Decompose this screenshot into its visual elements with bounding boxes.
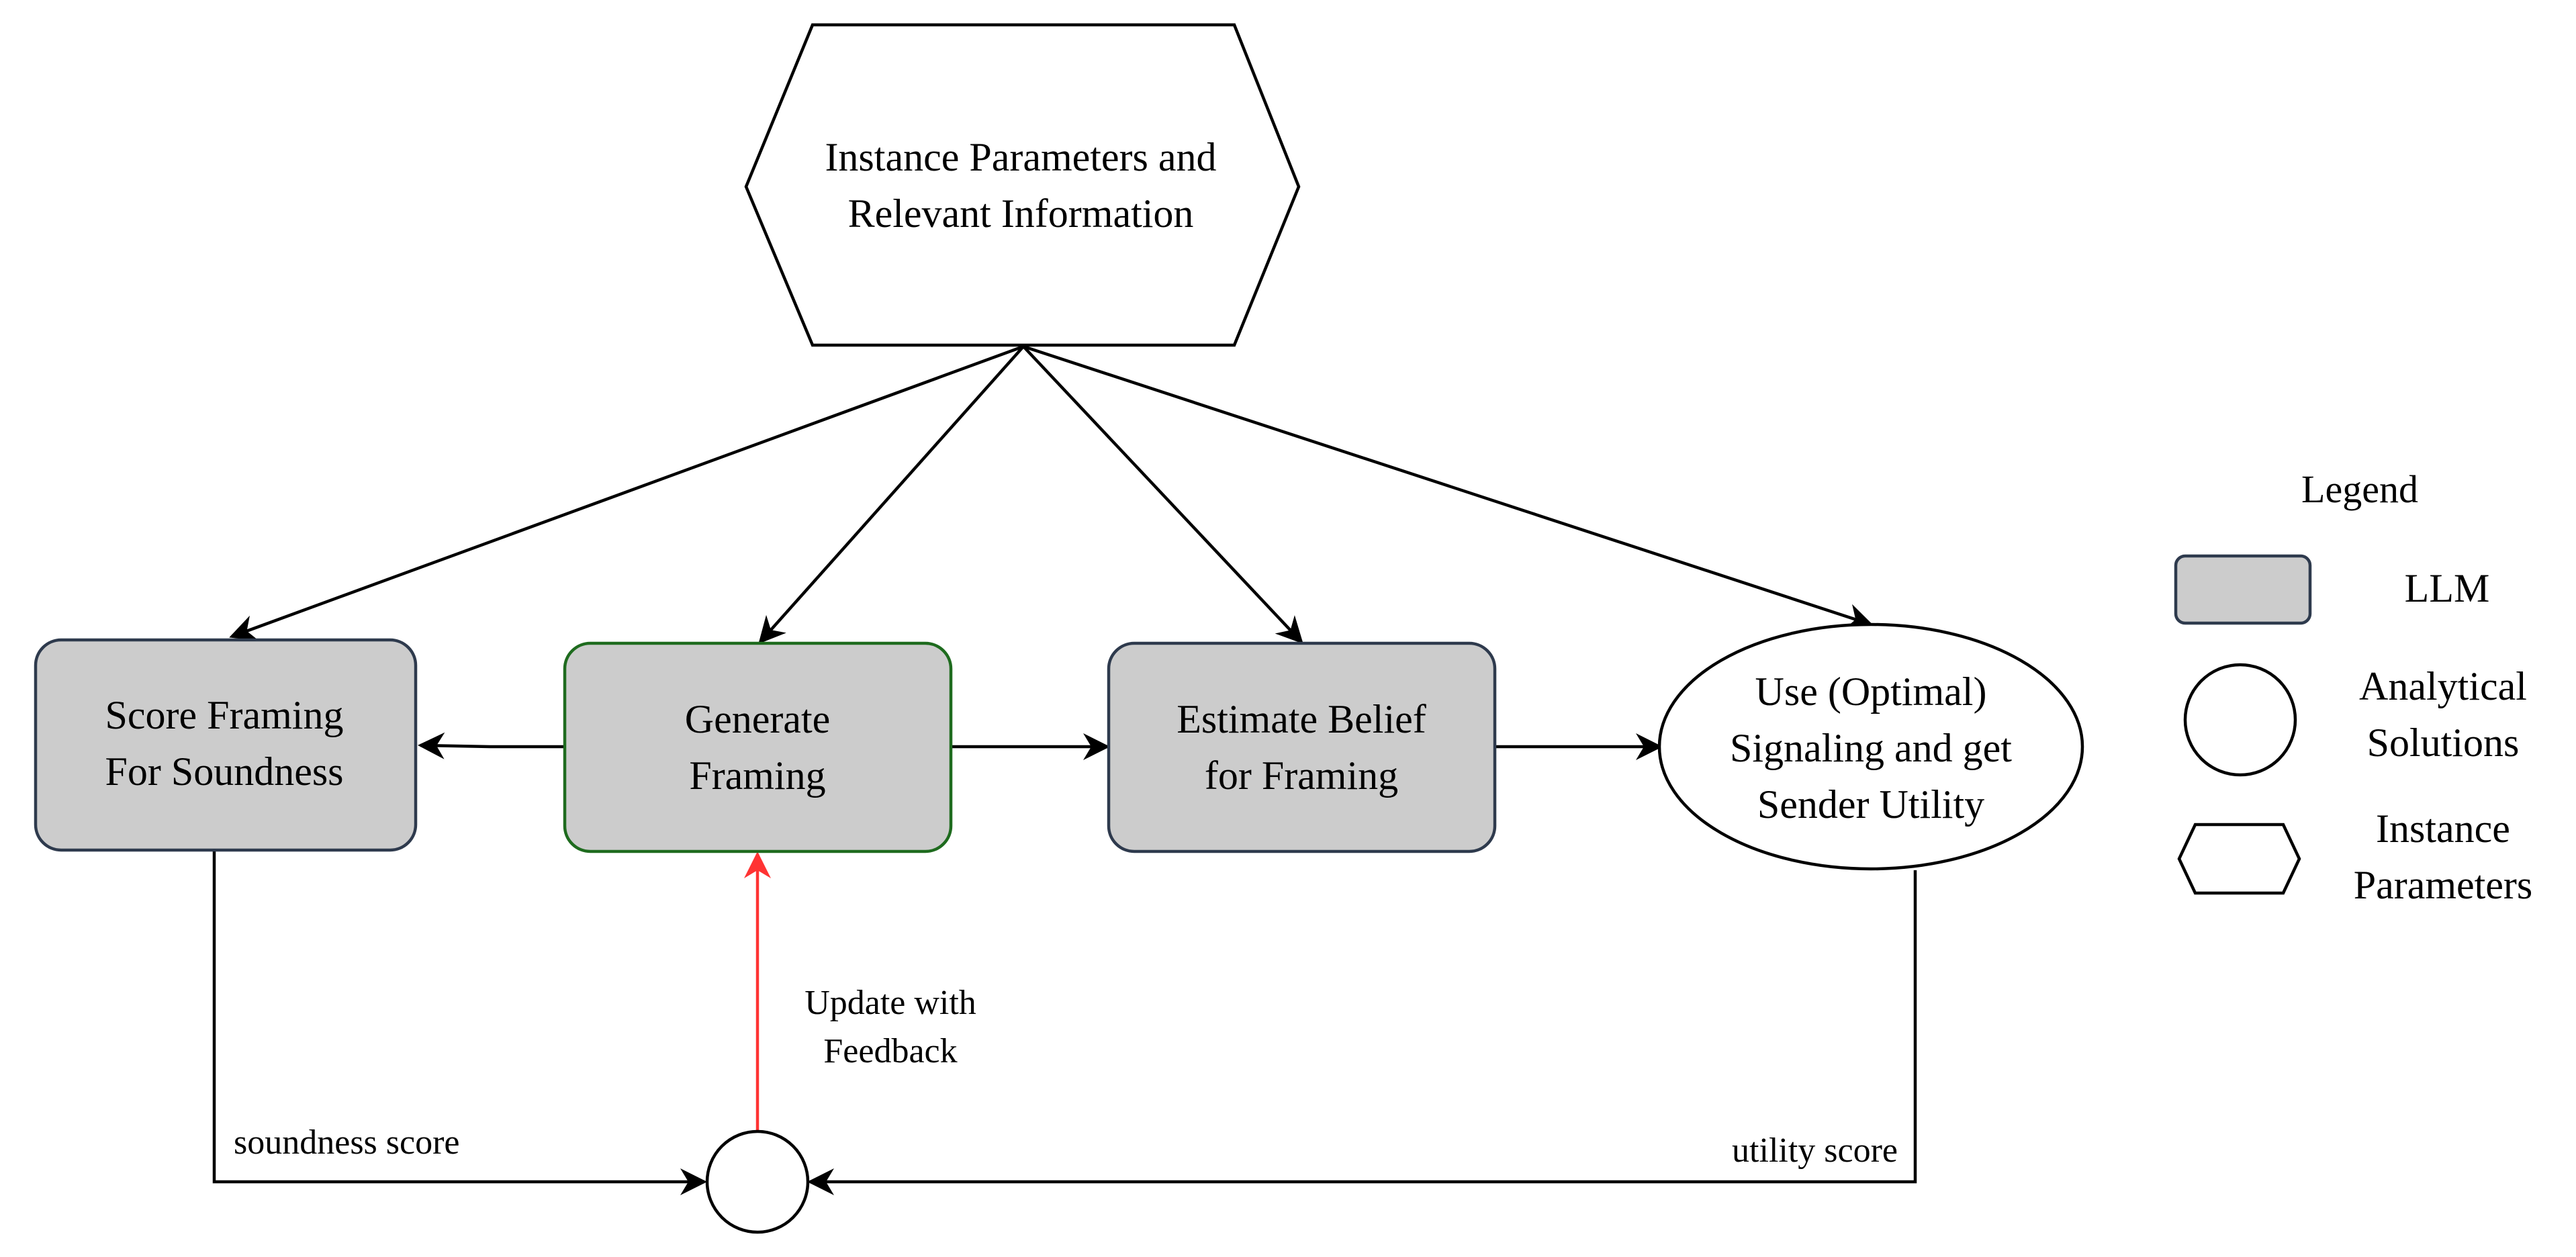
node-feedback-aggregator [705, 1129, 810, 1234]
use-signaling-line3: Sender Utility [1757, 782, 1984, 827]
edge-generate-to-score [418, 732, 565, 759]
use-signaling-line2: Signaling and get [1730, 726, 2012, 770]
legend-instance-line1: Instance [2376, 806, 2510, 851]
hexagon-shape [744, 23, 1301, 347]
legend-instance-line2: Parameters [2354, 863, 2533, 907]
feedback-label-line2: Feedback [823, 1032, 957, 1070]
use-signaling-line1: Use (Optimal) [1755, 669, 1987, 714]
edge-soundness-score [212, 850, 707, 1195]
legend-title: Legend [2301, 467, 2418, 511]
node-estimate-belief: Estimate Belief for Framing [1107, 641, 1497, 853]
legend-analytical-line1: Analytical [2359, 664, 2527, 708]
legend-analytical-swatch [2183, 663, 2297, 777]
feedback-label-line1: Update with [804, 984, 976, 1022]
legend-llm-label: LLM [2405, 566, 2490, 610]
edge-instance-to-signaling [1023, 344, 1874, 630]
legend-analytical-line2: Solutions [2367, 720, 2520, 765]
soundness-score-label: soundness score [234, 1123, 460, 1162]
analytical-ellipse [1657, 622, 2084, 871]
node-use-signaling: Use (Optimal) Signaling and get Sender U… [1657, 622, 2084, 871]
llm-box [1107, 641, 1497, 853]
edge-instance-to-score [229, 344, 1024, 641]
llm-box [563, 641, 953, 853]
legend-instance-swatch [2177, 823, 2301, 895]
estimate-belief-line2: for Framing [1205, 753, 1398, 798]
node-generate-framing: Generate Framing [563, 641, 953, 853]
legend: Legend LLM Analytical Solutions Instance… [2174, 467, 2533, 907]
edge-utility-score [807, 870, 1917, 1195]
edge-instance-to-estimate [1022, 345, 1303, 644]
generate-framing-line2: Framing [689, 753, 825, 798]
estimate-belief-line1: Estimate Belief [1177, 697, 1426, 741]
node-score-framing: Score Framing For Soundness [34, 638, 418, 852]
generate-framing-line1: Generate [685, 697, 831, 741]
instance-title-line1: Instance Parameters and [825, 135, 1216, 179]
edges [212, 344, 1917, 1195]
legend-llm-swatch [2174, 554, 2312, 625]
instance-title-line2: Relevant Information [848, 191, 1194, 236]
llm-box [34, 638, 418, 852]
score-framing-line1: Score Framing [105, 693, 344, 737]
utility-score-label: utility score [1732, 1131, 1898, 1170]
node-instance-parameters: Instance Parameters and Relevant Informa… [744, 23, 1301, 347]
score-framing-line2: For Soundness [105, 749, 343, 794]
edge-instance-to-generate [758, 345, 1025, 644]
